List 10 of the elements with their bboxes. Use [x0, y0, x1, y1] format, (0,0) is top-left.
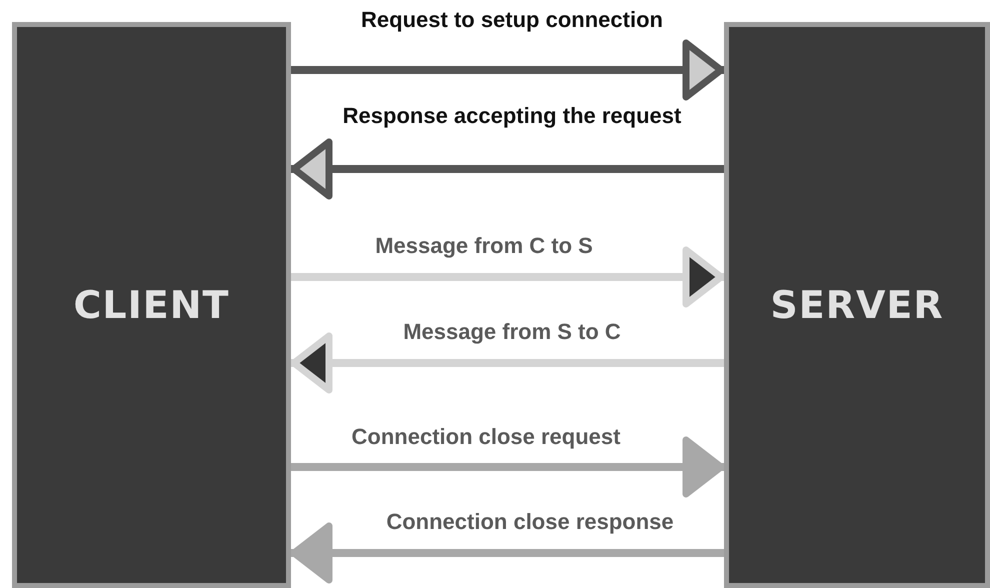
arrow: [290, 138, 724, 200]
arrow: [291, 40, 724, 100]
arrow: [290, 522, 724, 584]
arrow: [291, 246, 724, 308]
entity-box: [12, 22, 291, 588]
arrow: [291, 436, 724, 498]
entity-box: [724, 22, 990, 588]
entity-label: CLIENT: [74, 283, 230, 327]
arrow: [290, 332, 724, 394]
entity-label: SERVER: [770, 283, 944, 327]
